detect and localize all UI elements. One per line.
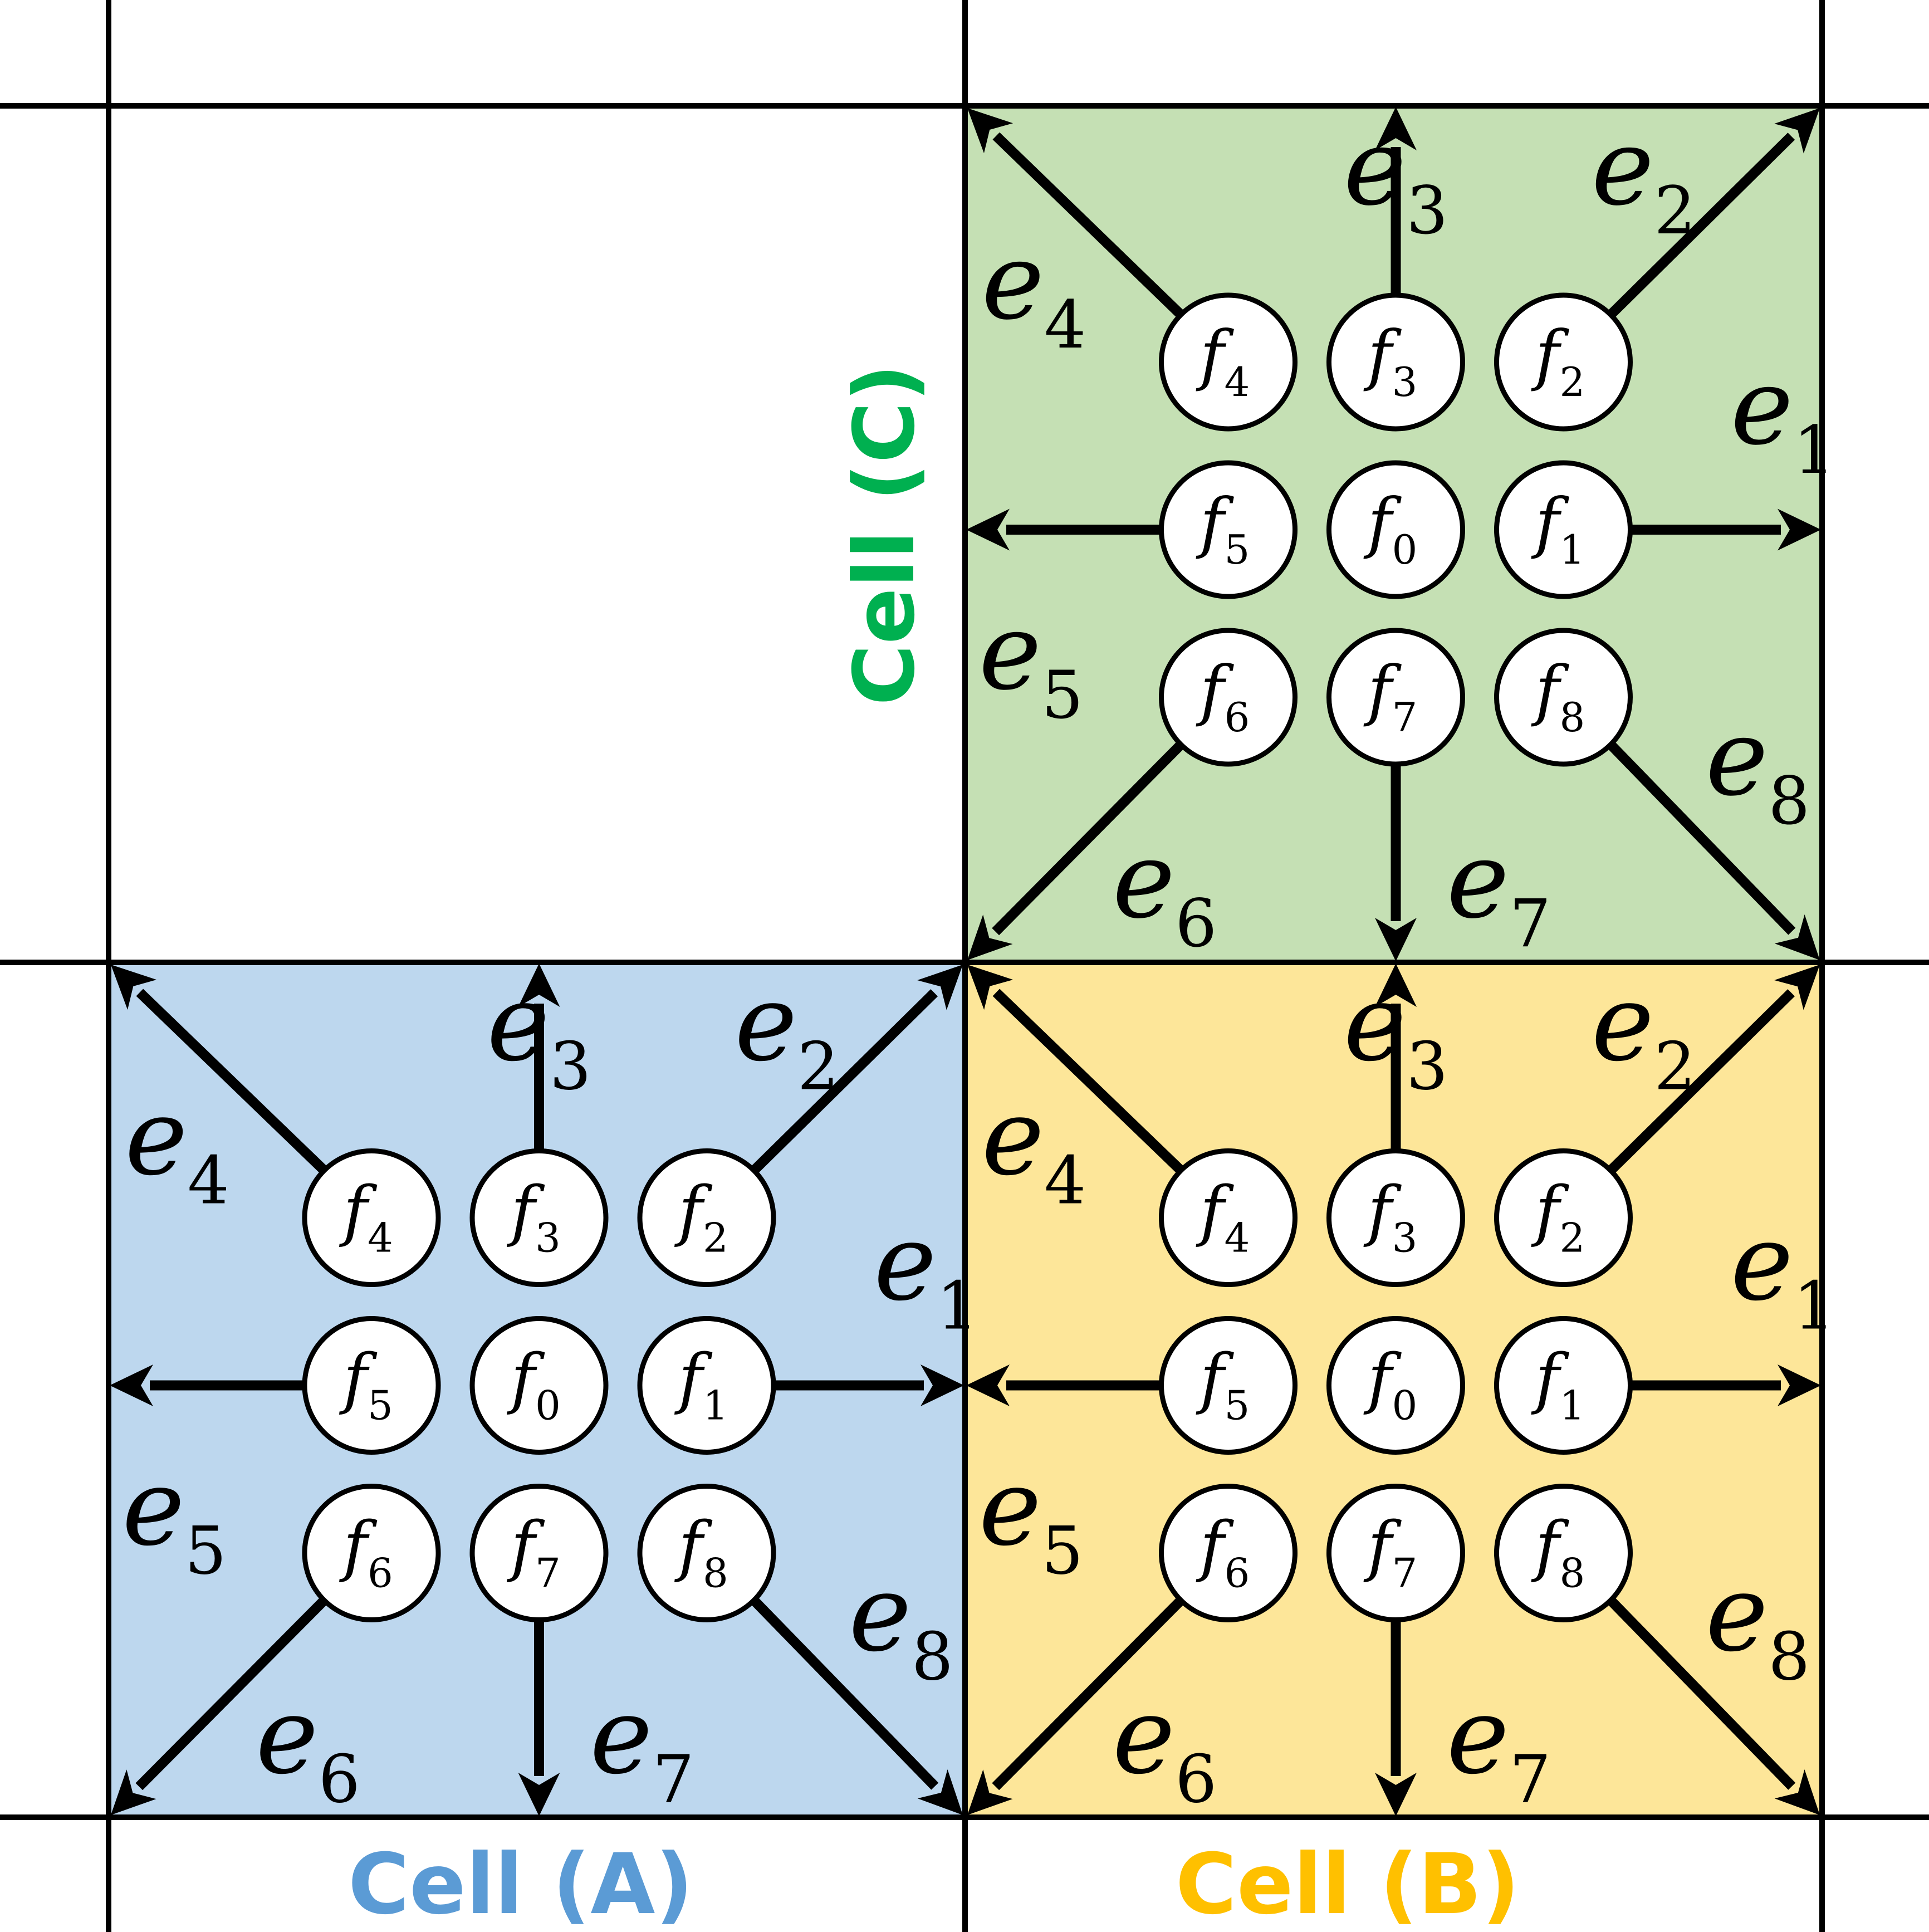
node-f0: f0 [1326,460,1465,599]
vector-label-e3: e3 [487,962,591,1105]
vector-label-e5: e5 [979,590,1084,733]
arrow-e2 [1607,108,1820,319]
node-f1: f1 [1494,1316,1633,1455]
vector-label-e3: e3 [1344,962,1448,1105]
vector-label-e8: e8 [1706,1552,1810,1695]
node-f2: f2 [1494,292,1633,432]
vector-label-e8: e8 [849,1552,953,1695]
cell-labels: Cell (A) Cell (B) Cell (C) [348,364,1520,1932]
vector-label-e7: e7 [590,1675,694,1818]
node-f8: f8 [1494,628,1633,767]
vector-label-e6: e6 [1113,819,1217,962]
arrow-e6 [967,741,1185,960]
node-f8: f8 [1494,1484,1633,1622]
vector-label-e6: e6 [1113,1675,1217,1818]
node-label-f2: f2 [1531,1172,1585,1261]
arrow-e1 [1630,1364,1821,1406]
node-f4: f4 [1159,292,1298,432]
node-f8: f8 [637,1484,776,1622]
arrow-e4 [967,108,1184,319]
vector-label-e7: e7 [1447,819,1551,962]
arrow-e8 [1607,741,1820,960]
arrow-e8 [1607,1597,1820,1815]
node-f5: f5 [1159,460,1298,599]
node-f5: f5 [302,1316,441,1455]
cell-b-label: Cell (B) [1176,1836,1520,1932]
node-f7: f7 [1326,628,1465,767]
arrow-e7 [1375,1620,1417,1816]
arrow-e1 [773,1364,964,1406]
arrow-e1 [1630,508,1821,551]
node-f2: f2 [637,1148,776,1287]
node-f7: f7 [469,1484,609,1622]
cell-a-label: Cell (A) [348,1836,693,1932]
vector-label-e3: e3 [1344,106,1448,249]
node-f6: f6 [1159,1484,1298,1622]
arrow-e5 [110,1364,305,1406]
arrow-e7 [518,1620,560,1816]
arrow-e2 [1607,965,1820,1175]
node-f5: f5 [1159,1316,1298,1455]
arrow-e5 [966,508,1162,551]
node-f7: f7 [1326,1484,1465,1622]
vector-label-e1: e1 [874,1201,978,1344]
arrow-e6 [967,1597,1185,1815]
node-f3: f3 [469,1148,609,1287]
vector-label-e8: e8 [1706,696,1810,839]
vector-label-e5: e5 [979,1446,1084,1589]
arrow-e5 [966,1364,1162,1406]
vector-label-e5: e5 [122,1446,227,1589]
node-f3: f3 [1326,292,1465,432]
vector-label-e4: e4 [982,1076,1086,1219]
node-label-f1: f1 [1531,1340,1585,1429]
node-f4: f4 [1159,1148,1298,1287]
node-f6: f6 [302,1484,441,1622]
node-label-f3: f3 [1363,1172,1418,1261]
vector-label-e4: e4 [125,1076,229,1219]
node-f6: f6 [1159,628,1298,767]
vector-label-e2: e2 [1592,962,1696,1105]
node-f2: f2 [1494,1148,1633,1287]
arrow-e8 [750,1597,963,1815]
vector-label-e2: e2 [1592,106,1696,249]
node-label-f7: f7 [1363,652,1418,741]
vector-label-e1: e1 [1731,345,1835,488]
arrow-e4 [111,965,328,1175]
vector-label-e2: e2 [735,962,839,1105]
vector-label-e4: e4 [982,220,1086,363]
arrow-e4 [967,965,1184,1175]
node-f4: f4 [302,1148,441,1287]
arrow-e3 [1375,963,1417,1151]
arrow-e3 [1375,107,1417,295]
vector-label-e7: e7 [1447,1675,1551,1818]
arrow-e3 [518,963,560,1151]
node-f1: f1 [637,1316,776,1455]
arrow-e7 [1375,764,1417,961]
arrow-e6 [111,1597,328,1815]
node-f0: f0 [1326,1316,1465,1455]
vector-label-e6: e6 [256,1675,360,1818]
node-f1: f1 [1494,460,1633,599]
node-f3: f3 [1326,1148,1465,1287]
vector-label-e1: e1 [1731,1201,1835,1344]
cell-c-label: Cell (C) [836,364,933,706]
arrow-e2 [750,965,963,1175]
node-f0: f0 [469,1316,609,1455]
